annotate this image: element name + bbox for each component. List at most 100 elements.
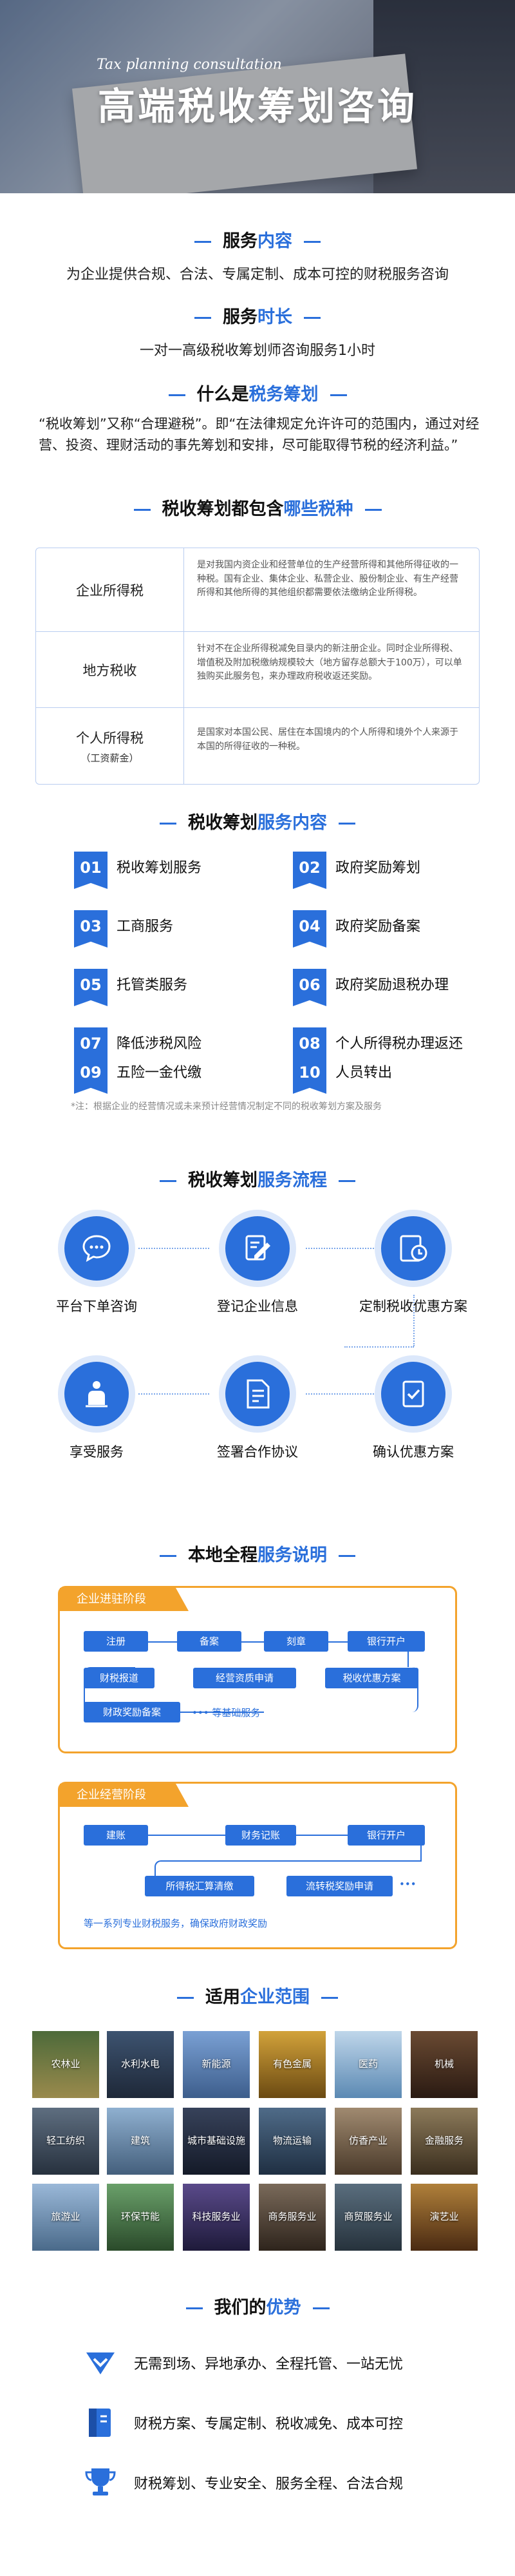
industry-tile: 商贸服务业 xyxy=(335,2184,402,2251)
stage-chip: 财政奖励备案 xyxy=(84,1702,180,1722)
process-connector xyxy=(306,1248,377,1249)
tax-desc-cell: 是对我国内资企业和经营单位的生产经营所得和其他所得征收的一种税。国有企业、集体企… xyxy=(197,560,458,598)
services-note: *注：根据企业的经营情况或未来预计经营情况制定不同的税收筹划方案及服务 xyxy=(71,1102,382,1112)
service-duration-title: 服务时长 xyxy=(0,303,515,328)
industries-title: 适用企业范围 xyxy=(0,1983,515,2008)
tax-name-cell: 个人所得税（工资薪金） xyxy=(36,708,184,784)
stage-chip: 流转税奖励申请 xyxy=(286,1876,393,1896)
local-service-title: 本地全程服务说明 xyxy=(0,1541,515,1566)
process-step: 确认优惠方案 xyxy=(349,1362,478,1461)
stage-more: ••• 等基础服务 xyxy=(192,1707,261,1719)
process-step: 定制税收优惠方案 xyxy=(349,1216,478,1315)
tax-row: 个人所得税（工资薪金） 是国家对本国公民、居住在本国境内的个人所得和境外个人来源… xyxy=(36,708,479,784)
industry-tile: 机械 xyxy=(411,2031,478,2098)
stage-more: ••• xyxy=(399,1878,417,1890)
process-connector xyxy=(306,1393,377,1395)
check-doc-icon xyxy=(381,1362,445,1426)
industry-tile: 旅游业 xyxy=(32,2184,99,2251)
advantage-item: 财税方案、专属定制、税收减免、成本可控 xyxy=(84,2405,403,2441)
industry-tile: 科技服务业 xyxy=(183,2184,250,2251)
stage-chip: 银行开户 xyxy=(348,1631,425,1652)
planning-services-title: 税收筹划服务内容 xyxy=(0,808,515,834)
stage-operation-tag: 企业经营阶段 xyxy=(60,1784,189,1807)
industry-tile: 演艺业 xyxy=(411,2184,478,2251)
industry-tile: 农林业 xyxy=(32,2031,99,2098)
stage-chip: 经营资质申请 xyxy=(193,1668,296,1688)
process-step: 平台下单咨询 xyxy=(32,1216,161,1315)
hand-icon xyxy=(64,1362,129,1426)
check-shield-icon xyxy=(84,2346,117,2380)
service-content-text: 为企业提供合规、合法、专属定制、成本可控的财税服务咨询 xyxy=(66,267,449,283)
industry-tile: 建筑 xyxy=(107,2108,174,2175)
industry-tile: 城市基础设施 xyxy=(183,2108,250,2175)
tax-name-cell: 企业所得税 xyxy=(36,548,184,631)
clock-doc-icon xyxy=(381,1216,445,1281)
stage-connector xyxy=(154,1860,386,1886)
industry-tile: 医药 xyxy=(335,2031,402,2098)
process-connector xyxy=(344,1346,414,1348)
advantage-item: 财税筹划、专业安全、服务全程、合法合规 xyxy=(84,2465,403,2501)
stage-chip: 财税报道 xyxy=(84,1668,154,1688)
process-connector xyxy=(413,1295,415,1346)
stage-connector xyxy=(386,1667,418,1712)
document-icon xyxy=(84,2406,117,2439)
stage-chip: 建账 xyxy=(84,1825,148,1846)
hero-banner: Tax planning consultation 高端税收筹划咨询 xyxy=(0,0,515,193)
industry-tile: 商务服务业 xyxy=(259,2184,326,2251)
advantage-item: 无需到场、异地承办、全程托管、一站无忧 xyxy=(84,2345,403,2381)
what-is-text: “税收筹划”又称“合理避税”。即“在法律规定允许许可的范围内，通过对经营、投资、… xyxy=(39,416,480,453)
industry-tile: 物流运输 xyxy=(259,2108,326,2175)
service-duration-text: 一对一高级税收筹划师咨询服务1小时 xyxy=(140,343,375,359)
process-connector xyxy=(138,1393,209,1395)
stage-chip: 所得税汇算清缴 xyxy=(145,1876,254,1896)
industry-tile: 轻工纺织 xyxy=(32,2108,99,2175)
tax-types-title: 税收筹划都包含哪些税种 xyxy=(0,495,515,520)
stage-chip: 备案 xyxy=(177,1631,241,1652)
tax-name-cell: 地方税收 xyxy=(36,632,184,707)
process-step: 登记企业信息 xyxy=(193,1216,322,1315)
process-connector xyxy=(138,1248,209,1249)
hero-overlay xyxy=(0,0,515,193)
stage-chip: 注册 xyxy=(84,1631,148,1652)
industry-tile: 环保节能 xyxy=(107,2184,174,2251)
stage-chip: 税收优惠方案 xyxy=(325,1668,418,1688)
chat-icon xyxy=(64,1216,129,1281)
stage-chip: 银行开户 xyxy=(348,1825,425,1846)
contract-icon xyxy=(225,1362,290,1426)
process-step: 享受服务 xyxy=(32,1362,161,1461)
advantages-title: 我们的优势 xyxy=(0,2293,515,2318)
process-step: 签署合作协议 xyxy=(193,1362,322,1461)
tax-desc-cell: 针对不在企业所得税减免目录内的新注册企业。同时企业所得税、增值税及附加税缴纳规模… xyxy=(197,644,462,682)
tax-desc-cell: 是国家对本国公民、居住在本国境内的个人所得和境外个人来源于本国的所得征收的一种税… xyxy=(197,727,458,752)
stage-entry-tag: 企业进驻阶段 xyxy=(60,1588,189,1611)
hero-subtitle: Tax planning consultation xyxy=(97,57,282,73)
tax-types-table: 企业所得税 是对我国内资企业和经营单位的生产经营所得和其他所得征收的一种税。国有… xyxy=(35,548,480,785)
industry-tile: 水利水电 xyxy=(107,2031,174,2098)
stage-chip: 刻章 xyxy=(264,1631,328,1652)
industry-tile: 新能源 xyxy=(183,2031,250,2098)
stage-note: 等一系列专业财税服务，确保政府财政奖励 xyxy=(84,1918,268,1929)
process-title: 税收筹划服务流程 xyxy=(0,1166,515,1191)
industry-tile: 仿香产业 xyxy=(335,2108,402,2175)
hero-title: 高端税收筹划咨询 xyxy=(97,84,417,128)
tax-row: 地方税收 针对不在企业所得税减免目录内的新注册企业。同时企业所得税、增值税及附加… xyxy=(36,632,479,708)
trophy-icon xyxy=(84,2466,117,2499)
edit-icon xyxy=(225,1216,290,1281)
industry-tile: 有色金属 xyxy=(259,2031,326,2098)
industry-tile: 金融服务 xyxy=(411,2108,478,2175)
tax-row: 企业所得税 是对我国内资企业和经营单位的生产经营所得和其他所得征收的一种税。国有… xyxy=(36,548,479,632)
stage-chip: 财务记账 xyxy=(225,1825,296,1846)
stage-operation: 企业经营阶段 xyxy=(58,1782,457,1949)
what-is-title: 什么是税务筹划 xyxy=(0,380,515,405)
service-content-title: 服务内容 xyxy=(0,227,515,252)
